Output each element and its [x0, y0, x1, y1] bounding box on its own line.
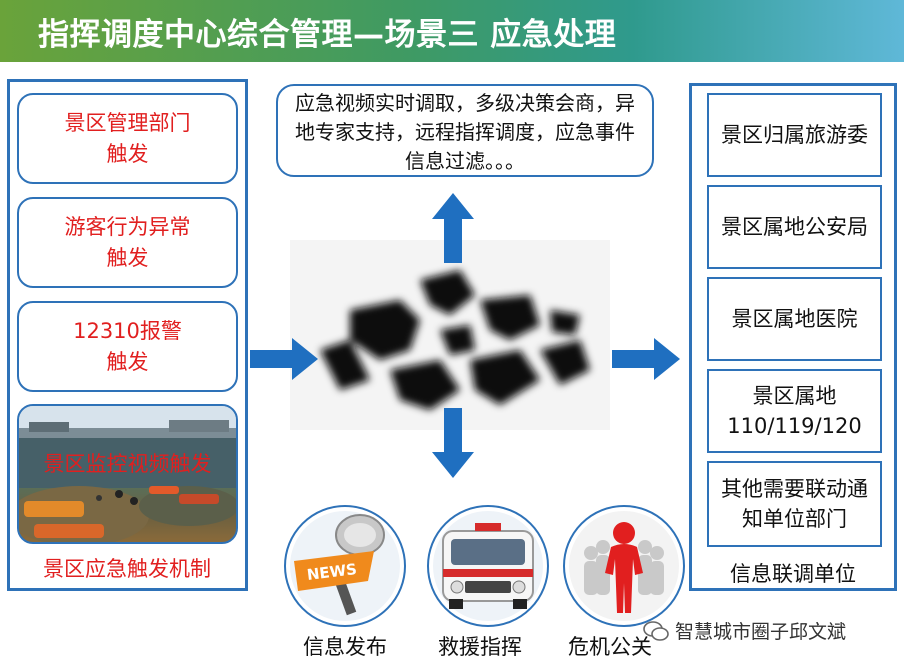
arrow-right-left-icon — [250, 338, 318, 380]
trigger-box-12310-alarm: 12310报警 触发 — [17, 301, 238, 392]
wechat-icon — [643, 620, 669, 641]
trigger-box-video-surveillance: 景区监控视频触发 — [17, 404, 238, 544]
action-label-crisis: 危机公关 — [568, 635, 652, 659]
command-description: 应急视频实时调取，多级决策会商，异地专家支持，远程指挥调度，应急事件信息过滤。。… — [295, 91, 635, 173]
video-trigger-label: 景区监控视频触发 — [43, 452, 212, 476]
trigger-box-tourist-behavior: 游客行为异常 触发 — [17, 197, 238, 288]
action-label-rescue: 救援指挥 — [438, 635, 522, 659]
trigger-box-management: 景区管理部门 触发 — [17, 93, 238, 184]
arrow-down-icon — [432, 408, 474, 478]
trigger-label: 景区管理部门 触发 — [64, 110, 191, 166]
unit-box-police-bureau: 景区属地公安局 — [707, 185, 882, 269]
command-description-box: 应急视频实时调取，多级决策会商，异地专家支持，远程指挥调度，应急事件信息过滤。。… — [276, 84, 654, 177]
unit-box-other-departments: 其他需要联动通知单位部门 — [707, 461, 882, 547]
watermark: 智慧城市圈子邱文斌 — [643, 617, 846, 644]
title-bar: 指挥调度中心综合管理—场景三 应急处理 — [0, 0, 904, 62]
unit-label: 其他需要联动通知单位部门 — [721, 477, 868, 531]
trigger-label: 12310报警 触发 — [73, 318, 182, 374]
unit-label: 景区属地公安局 — [721, 215, 868, 239]
action-label-news: 信息发布 — [303, 635, 387, 659]
svg-text:NEWS: NEWS — [306, 560, 358, 584]
unit-box-tourism-commission: 景区归属旅游委 — [707, 93, 882, 177]
trigger-label: 游客行为异常 触发 — [64, 214, 191, 270]
arrow-up-icon — [432, 193, 474, 263]
unit-label: 景区属地 110/119/120 — [727, 384, 862, 438]
linkage-panel-caption: 信息联调单位 — [730, 562, 856, 586]
unit-label: 景区属地医院 — [731, 307, 858, 331]
ambulance-icon — [427, 505, 549, 627]
crisis-people-icon — [563, 505, 685, 627]
news-microphone-icon: NEWS — [284, 505, 406, 627]
unit-box-emergency-numbers: 景区属地 110/119/120 — [707, 369, 882, 453]
command-center-image — [290, 240, 610, 430]
unit-label: 景区归属旅游委 — [721, 123, 868, 147]
unit-box-hospital: 景区属地医院 — [707, 277, 882, 361]
page-title: 指挥调度中心综合管理—场景三 应急处理 — [38, 17, 617, 53]
surveillance-photo — [19, 406, 236, 542]
trigger-panel-caption: 景区应急触发机制 — [43, 557, 211, 581]
arrow-right-right-icon — [612, 338, 680, 380]
watermark-text: 智慧城市圈子邱文斌 — [675, 621, 847, 643]
